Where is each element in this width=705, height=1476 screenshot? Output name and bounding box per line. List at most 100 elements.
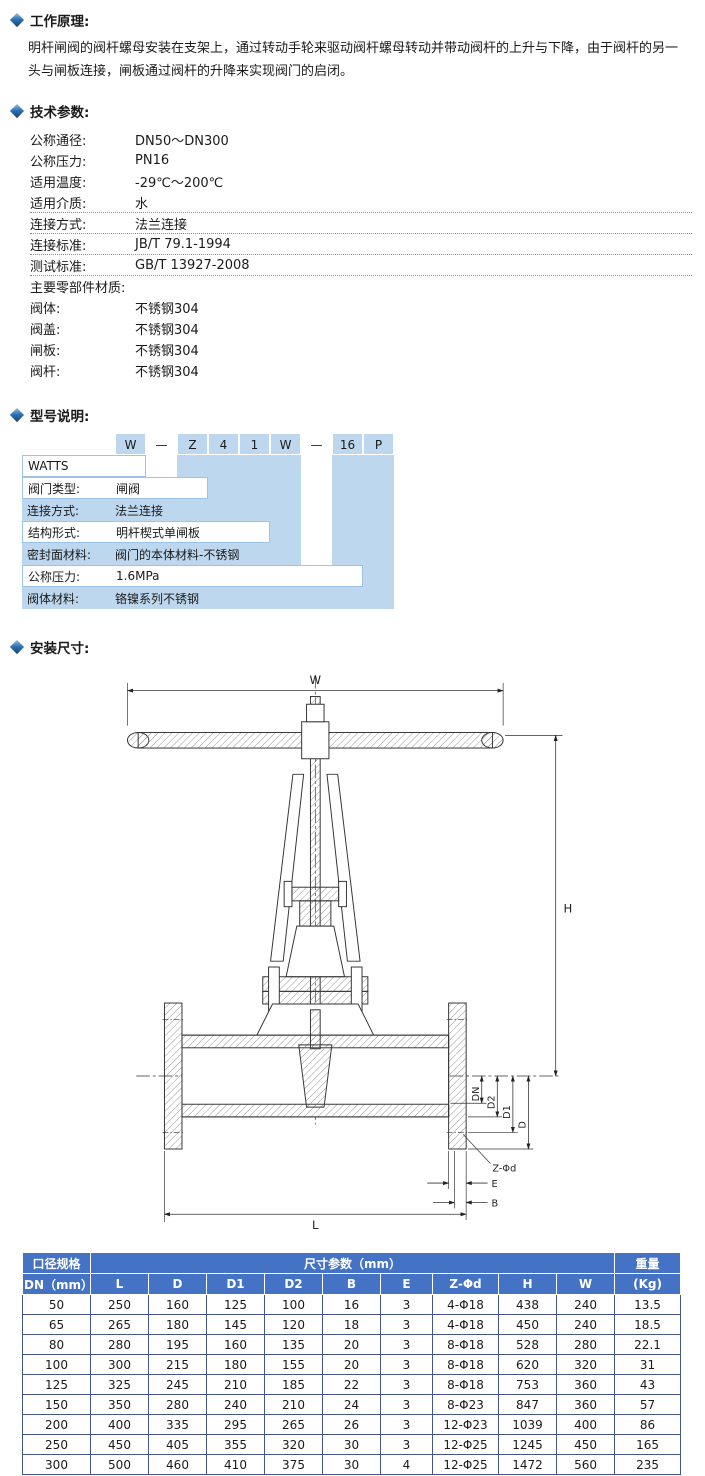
model-row-value: 法兰连接 [115,503,164,518]
column-header: B [322,1273,381,1295]
param-label: 适用介质: [30,196,87,212]
stem-nut [306,703,325,723]
model-code-cell: W [270,433,301,455]
diamond-bullet-icon [9,103,25,119]
header-dimension-group: 尺寸参数（mm） [89,1252,616,1274]
model-code-cell: 4 [208,433,239,455]
table-cell: 295 [206,1414,265,1435]
column-header: W [555,1273,616,1295]
table-cell: 250 [90,1294,149,1315]
table-cell: 86 [614,1414,682,1435]
param-value: GB/T 13927-2008 [135,257,250,273]
gland-bolt-right [338,880,347,908]
section-title-tech-params: 技术参数: [9,101,693,121]
table-cell: 400 [555,1414,616,1435]
column-header: E [380,1273,433,1295]
section-title-install-dims: 安装尺寸: [9,637,693,657]
model-row-value: 明杆楔式单闸板 [116,525,201,540]
param-row: 连接方式: 法兰连接 [30,213,692,234]
table-cell: 20 [322,1334,381,1355]
model-code-cell: 16 [332,433,363,455]
model-code-cell: Z [177,433,208,455]
model-connector-strip [177,455,208,477]
table-cell: 240 [206,1394,265,1415]
table-cell: 50 [22,1294,91,1315]
param-value: 不锈钢304 [135,365,199,380]
principle-text: 明杆闸阀的阀杆螺母安装在支架上，通过转动手轮来驱动阀杆螺母转动并带动阀杆的上升与… [28,41,679,79]
table-cell: 195 [148,1334,207,1355]
table-header-row: 口径规格 尺寸参数（mm） 重量 [22,1252,682,1274]
dim-label-w: W [310,673,322,687]
left-end-flange [163,1002,183,1150]
table-cell: 240 [555,1294,616,1315]
table-cell: 560 [555,1454,616,1475]
model-row-label: 连接方式: [27,503,80,518]
table-cell: 16 [322,1294,381,1315]
table-cell: 3 [380,1314,433,1335]
table-cell: 18 [322,1314,381,1335]
model-row-label: 结构形式: [28,525,81,540]
table-cell: 280 [90,1334,149,1355]
model-row: 结构形式: 明杆楔式单闸板 [22,521,270,543]
bolt-hole-leader [462,1134,491,1164]
table-cell: 265 [264,1414,323,1435]
param-row: 阀杆: 不锈钢304 [30,360,692,381]
table-cell: 355 [206,1434,265,1455]
table-cell: 450 [498,1314,557,1335]
dim-label-d2: D2 [486,1095,497,1109]
table-cell: 125 [206,1294,265,1315]
param-label: 阀盖: [30,323,61,338]
table-cell: 150 [22,1394,91,1415]
model-row-label: 阀体材料: [27,591,80,606]
model-code-cell: P [363,433,394,455]
table-cell: 450 [555,1434,616,1455]
model-connector-strip [208,455,239,499]
param-row: 闸板: 不锈钢304 [30,339,692,360]
principle-title: 工作原理: [30,14,90,30]
column-header: D1 [206,1273,265,1295]
param-label: 主要零部件材质: [30,281,126,296]
column-header: H [498,1273,557,1295]
table-cell: 180 [206,1354,265,1375]
model-code-cell: 1 [239,433,270,455]
column-header: L [90,1273,149,1295]
dim-label-e: E [491,1179,497,1190]
table-cell: 1472 [498,1454,557,1475]
table-cell: 240 [555,1314,616,1335]
column-header: D [148,1273,207,1295]
model-row-value: 闸阀 [116,481,141,496]
diamond-bullet-icon [9,12,25,28]
param-row: 主要零部件材质: [30,276,692,297]
dim-label-l: L [312,1218,319,1232]
table-cell: 185 [264,1374,323,1395]
header-diameter-spec: 口径规格 [22,1252,91,1274]
table-cell: 280 [148,1394,207,1415]
table-cell: 3 [380,1434,433,1455]
model-connector-strip [270,455,301,543]
table-cell: 280 [555,1334,616,1355]
table-cell: 350 [90,1394,149,1415]
table-cell: 145 [206,1314,265,1335]
tech-params-title: 技术参数: [30,105,90,121]
table-cell: 22.1 [614,1334,682,1355]
table-cell: 80 [22,1334,91,1355]
yoke-arm-right [326,773,361,962]
table-cell: 3 [380,1414,433,1435]
table-cell: 100 [22,1354,91,1375]
table-cell: 165 [614,1434,682,1455]
table-cell: 3 [380,1294,433,1315]
dim-label-h: H [563,902,572,916]
param-value: PN16 [135,153,170,168]
dim-label-bolt: Z-Φd [492,1163,516,1174]
diamond-bullet-icon [9,639,25,655]
table-cell: 360 [555,1374,616,1395]
param-value: 不锈钢304 [135,323,199,338]
column-header: D2 [264,1273,323,1295]
yoke-arm-left [269,773,305,962]
table-cell: 26 [322,1414,381,1435]
table-cell: 65 [22,1314,91,1335]
